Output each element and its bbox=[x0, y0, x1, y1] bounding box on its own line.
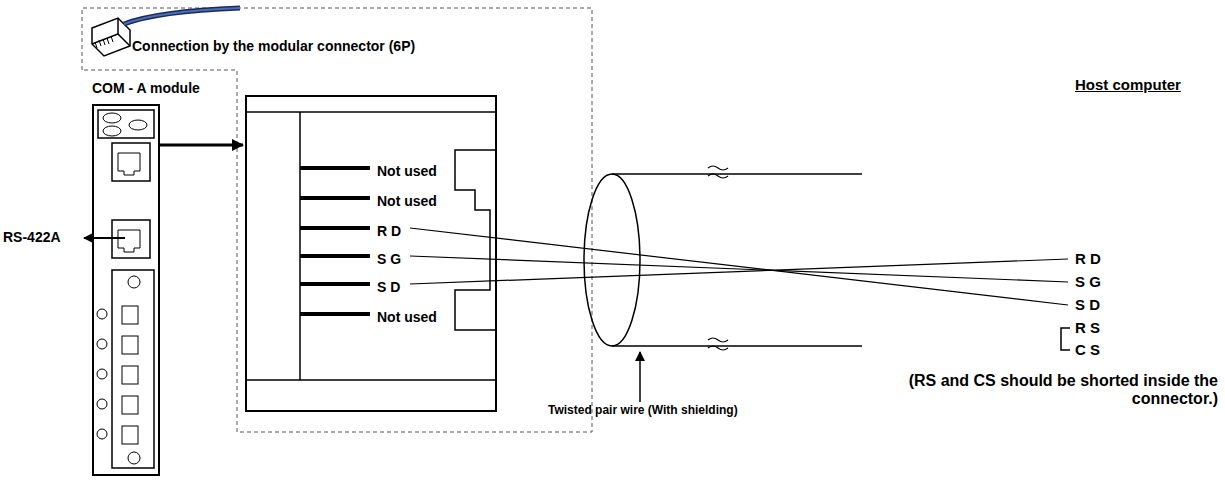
leader-arrow bbox=[639, 352, 641, 402]
connector-box: Not usedNot usedR DS GS DNot used bbox=[245, 95, 497, 412]
pin-label: S G bbox=[377, 251, 401, 267]
pin-contacts bbox=[300, 168, 370, 314]
pin-label: S D bbox=[377, 279, 400, 295]
jack-outline bbox=[247, 112, 495, 380]
note: (RS and CS should be shorted inside the … bbox=[908, 372, 1218, 409]
pin-label: Not used bbox=[377, 309, 437, 325]
module-drawing bbox=[94, 106, 158, 474]
signal-name: S D bbox=[1075, 296, 1100, 313]
device-title: Host computer bbox=[1075, 76, 1181, 93]
signal-name: R S bbox=[1075, 319, 1100, 336]
pin-label: Not used bbox=[377, 193, 437, 209]
cable-label: Twisted pair wire (With shielding) bbox=[548, 404, 738, 418]
connector-arrow bbox=[160, 144, 243, 147]
signal-name: R D bbox=[1075, 250, 1101, 267]
pin-label: Not used bbox=[377, 163, 437, 179]
signal-wires bbox=[410, 228, 1070, 350]
module-box: COM - A module bbox=[92, 104, 160, 476]
node-heading: COM - A module bbox=[92, 80, 200, 96]
node-heading: Connection by the modular connector (6P) bbox=[132, 38, 415, 54]
rs422a-arrow bbox=[84, 237, 125, 239]
pin-label: R D bbox=[377, 223, 401, 239]
port-label: RS-422A bbox=[3, 229, 61, 245]
signal-name: C S bbox=[1075, 341, 1100, 358]
signal-name: S G bbox=[1075, 273, 1101, 290]
shielded-cable bbox=[584, 166, 862, 350]
